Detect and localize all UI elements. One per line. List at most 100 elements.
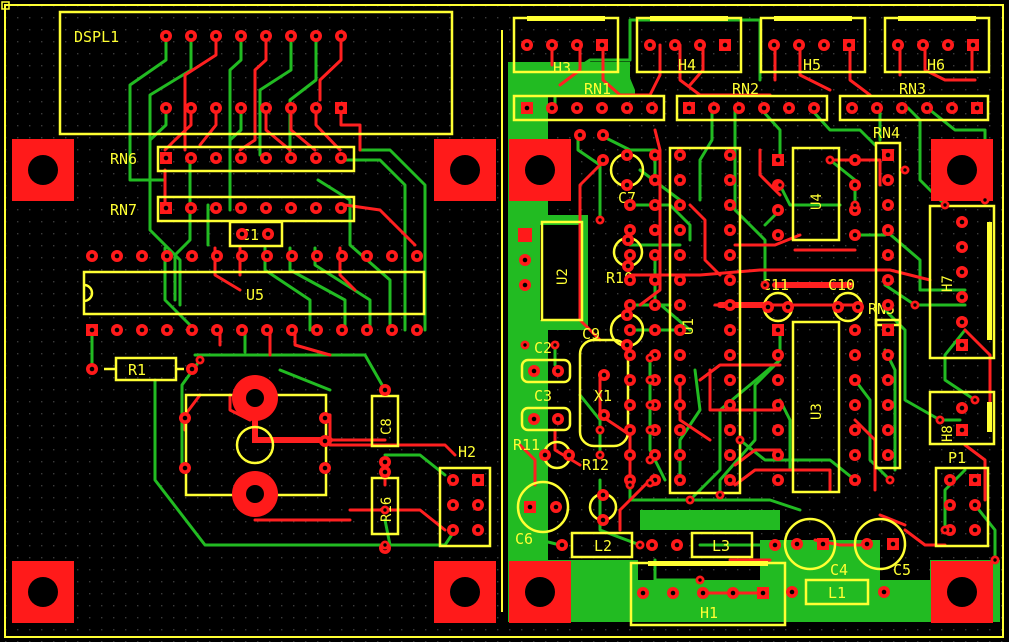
label-p1: P1 [948,449,966,467]
mounting-drill [28,155,58,185]
drill-hole [648,428,652,432]
drill-hole [389,253,395,259]
drill-hole [648,481,652,485]
label-x1: X1 [594,387,612,405]
drill-hole [885,427,891,433]
drill-hole [765,304,771,310]
drill-hole [652,302,658,308]
drill-hole [938,418,942,422]
drill-hole [885,452,891,458]
drill-hole [263,155,269,161]
drill-hole [338,33,344,39]
mounting-drill [450,155,480,185]
rn2-outline [675,94,829,122]
drill-hole [888,478,892,482]
h7-outline [928,204,996,360]
drill-hole [677,427,683,433]
drill-hole [246,485,264,503]
drill-hole [289,253,295,259]
label-rn4: RN4 [873,124,900,142]
drill-hole [288,155,294,161]
drill-hole [899,105,905,111]
drill-hole [760,590,766,596]
drill-hole [727,227,733,233]
label-h5: H5 [803,56,821,74]
drill-hole [189,327,195,333]
drill-hole [959,294,965,300]
drill-hole [188,105,194,111]
label-h6: H6 [927,56,945,74]
drill-hole [648,458,652,462]
drill-hole [849,105,855,111]
label-l1: L1 [828,584,846,602]
drill-hole [947,477,953,483]
l1-outline [804,578,870,606]
drill-hole [677,152,683,158]
drill-hole [700,590,706,596]
drill-hole [775,427,781,433]
drill-hole [288,105,294,111]
drill-hole [885,202,891,208]
drill-hole [648,403,652,407]
drill-hole [852,427,858,433]
drill-hole [163,155,169,161]
label-r1: R1 [128,361,146,379]
label-h1: H1 [700,604,718,622]
drill-hole [903,168,907,172]
drill-hole [913,303,917,307]
label-c8: C8 [379,418,395,435]
drill-hole [531,368,537,374]
mounting-drill [947,577,977,607]
drill-hole [775,377,781,383]
drill-hole [652,277,658,283]
drill-hole [947,502,953,508]
drill-hole [677,227,683,233]
drill-hole [450,502,456,508]
drill-hole [959,269,965,275]
drill-hole [885,252,891,258]
drill-hole [163,33,169,39]
drill-hole [89,253,95,259]
drill-hole [214,327,220,333]
drill-hole [945,42,951,48]
drill-hole [314,253,320,259]
drill-hole [652,252,658,258]
drill-hole [339,327,345,333]
drill-hole [522,282,528,288]
drill-hole [524,105,530,111]
label-c4: C4 [830,561,848,579]
drill-hole [182,415,188,421]
drill-hole [885,277,891,283]
label-h3: H3 [553,59,571,77]
drill-hole [852,377,858,383]
drill-hole [885,227,891,233]
drill-hole [677,377,683,383]
drill-hole [775,232,781,238]
drill-hole [574,105,580,111]
drill-hole [246,389,264,407]
drill-hole [625,263,631,269]
drill-hole [852,352,858,358]
drill-hole [214,253,220,259]
drill-hole [855,304,861,310]
drill-hole [313,205,319,211]
p1-outline [934,466,990,548]
drill-hole [722,42,728,48]
drill-hole [786,105,792,111]
connector-key-bars [527,16,992,566]
label-h2: H2 [458,443,476,461]
drill-hole [775,452,781,458]
drill-hole [627,427,633,433]
drill-hole [775,477,781,483]
rn6-outline [156,145,356,173]
drill-hole [627,377,633,383]
drill-hole [970,42,976,48]
drill-hole [265,231,271,237]
drill-hole [553,504,559,510]
drill-hole [677,352,683,358]
drill-hole [730,590,736,596]
drill-hole [598,453,602,457]
drill-hole [652,177,658,183]
